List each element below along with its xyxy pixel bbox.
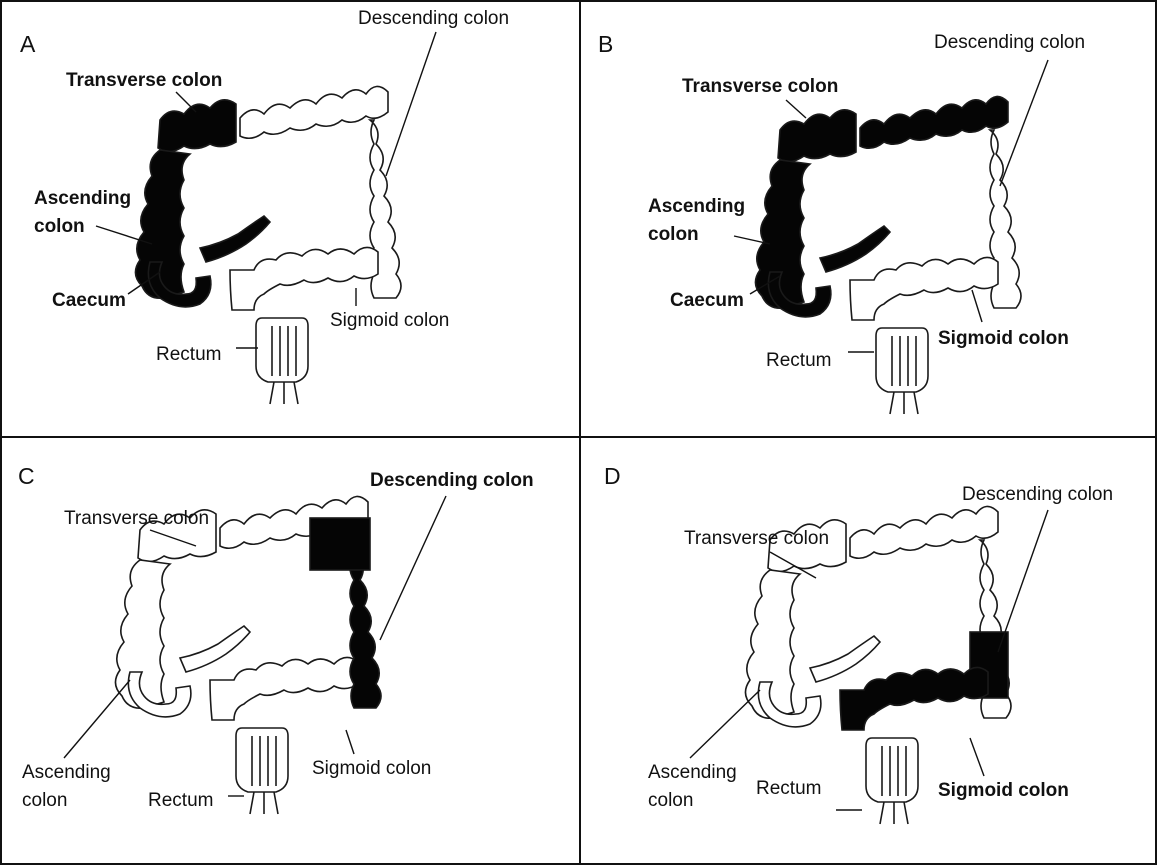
panel-letter: A <box>20 31 36 57</box>
label-ascending-colon-line2: colon <box>648 224 699 245</box>
label-sigmoid-colon: Sigmoid colon <box>330 310 449 331</box>
terminal-ileum <box>180 626 250 672</box>
label-ascending-colon-line1: Ascending <box>22 762 111 783</box>
transverse-colon-distal <box>240 86 388 138</box>
anal-canal-line <box>294 382 298 404</box>
label-ascending-colon-line1: Ascending <box>648 762 737 783</box>
panel-d: D Transverse colon Descending colon Asce… <box>604 463 1113 824</box>
label-descending-colon: Descending colon <box>358 8 509 29</box>
label-ascending-colon-line1: Ascending <box>34 188 131 209</box>
leader-ascending <box>690 690 760 758</box>
terminal-ileum-shaded <box>820 226 890 272</box>
label-caecum: Caecum <box>670 290 744 311</box>
transverse-colon-distal-shaded <box>860 96 1008 148</box>
label-ascending-colon-line2: colon <box>648 790 693 811</box>
rectum <box>866 738 918 802</box>
leader-transverse <box>786 100 806 118</box>
panel-a: A Transverse colon Descending colon Asce… <box>20 8 509 404</box>
leader-descending <box>998 510 1048 652</box>
colon-illustration <box>745 506 1011 824</box>
rectum <box>236 728 288 792</box>
ascending-colon-shaded <box>135 150 190 298</box>
leader-sigmoid <box>970 738 984 776</box>
label-descending-colon: Descending colon <box>934 32 1085 53</box>
label-caecum: Caecum <box>52 290 126 311</box>
anal-canal-line <box>250 792 254 814</box>
terminal-ileum <box>810 636 880 682</box>
label-transverse-colon: Transverse colon <box>66 70 222 91</box>
label-rectum: Rectum <box>756 778 821 799</box>
anal-canal-line <box>880 802 884 824</box>
leader-descending <box>380 496 446 640</box>
label-transverse-colon: Transverse colon <box>684 528 829 549</box>
anal-canal-line <box>904 802 908 824</box>
label-sigmoid-colon: Sigmoid colon <box>938 780 1069 801</box>
panel-letter: D <box>604 463 621 489</box>
panel-b: B Transverse colon Descending colon Asce… <box>598 31 1085 414</box>
anal-canal-line <box>270 382 274 404</box>
leader-ascending <box>64 680 130 758</box>
leader-sigmoid <box>346 730 354 754</box>
panel-letter: C <box>18 463 35 489</box>
leader-descending <box>386 32 436 176</box>
transverse-colon-distal <box>850 506 998 558</box>
anal-canal-line <box>274 792 278 814</box>
sigmoid-colon <box>210 657 358 720</box>
panel-c: C Transverse colon Descending colon Asce… <box>18 463 534 814</box>
leader-transverse <box>176 92 196 112</box>
label-transverse-colon: Transverse colon <box>64 508 209 529</box>
ascending-colon <box>115 560 170 708</box>
label-sigmoid-colon: Sigmoid colon <box>312 758 431 779</box>
anal-canal-line <box>890 392 894 414</box>
label-rectum: Rectum <box>148 790 213 811</box>
label-rectum: Rectum <box>156 344 221 365</box>
rectum <box>256 318 308 382</box>
label-ascending-colon-line1: Ascending <box>648 196 745 217</box>
label-descending-colon: Descending colon <box>962 484 1113 505</box>
terminal-ileum-shaded <box>200 216 270 262</box>
transverse-colon-proximal-shaded <box>778 110 856 162</box>
leader-sigmoid <box>972 290 982 322</box>
label-rectum: Rectum <box>766 350 831 371</box>
label-descending-colon: Descending colon <box>370 470 534 491</box>
anal-canal-line <box>914 392 918 414</box>
sigmoid-colon-shaded <box>840 667 988 730</box>
transverse-colon-proximal-shaded <box>158 100 236 152</box>
label-sigmoid-colon: Sigmoid colon <box>938 328 1069 349</box>
label-ascending-colon-line2: colon <box>34 216 85 237</box>
panel-letter: B <box>598 31 613 57</box>
label-transverse-colon: Transverse colon <box>682 76 838 97</box>
sigmoid-colon <box>850 257 998 320</box>
label-ascending-colon-line2: colon <box>22 790 67 811</box>
rectum <box>876 328 928 392</box>
splenic-flexure-shaded <box>310 518 370 570</box>
